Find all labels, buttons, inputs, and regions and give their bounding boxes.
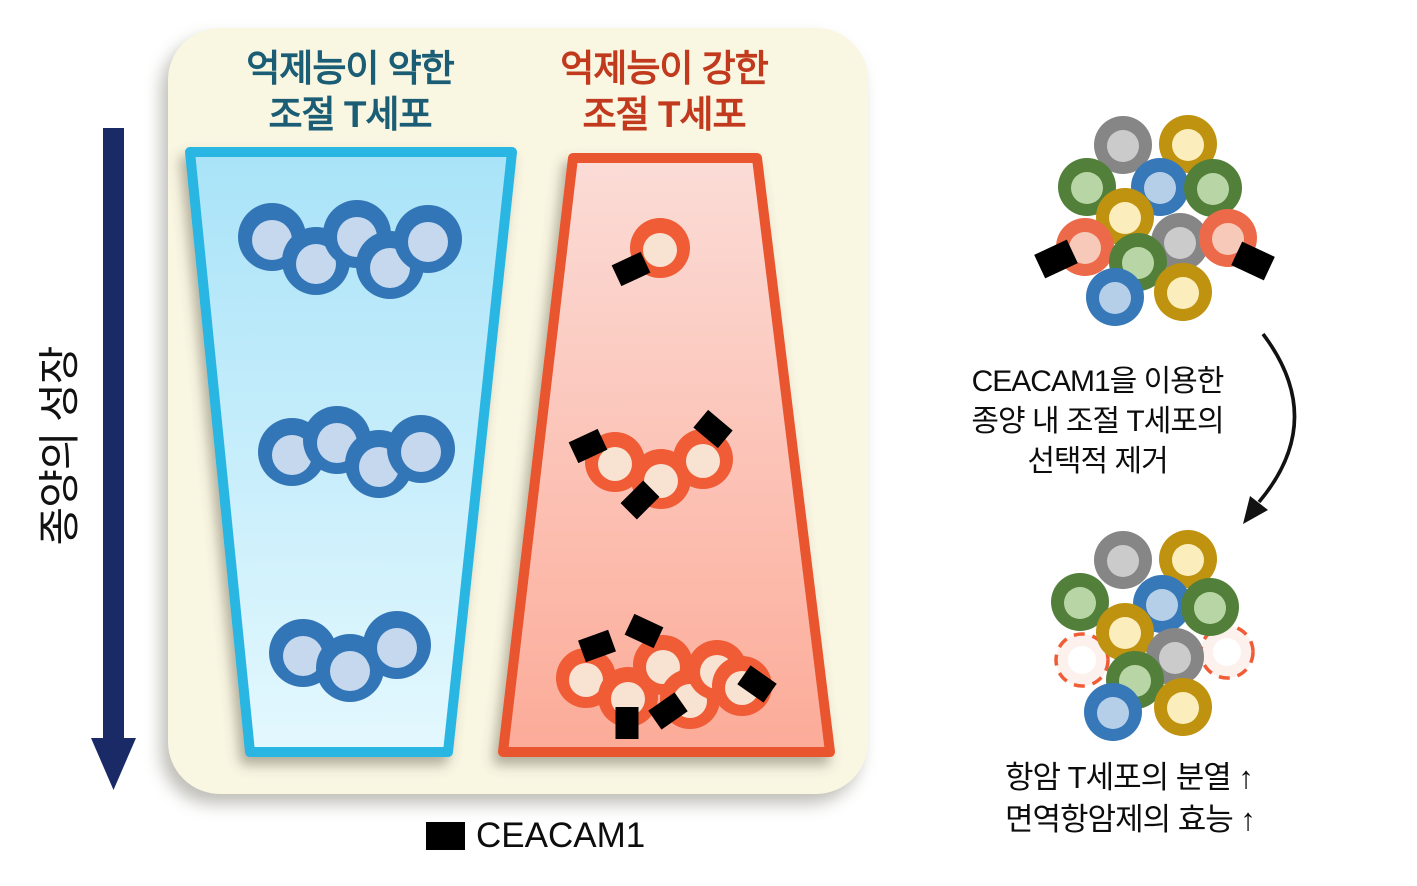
treg-cell-weak	[387, 415, 455, 483]
header-strong-line1: 억제능이 강한	[560, 48, 769, 89]
tumor-cell-blue	[1084, 683, 1142, 741]
outcome-note-line2: 면역항암제의 효능 ↑	[1005, 802, 1256, 837]
ceacam1-marker-icon	[1034, 239, 1078, 279]
ceacam1-marker-icon	[1231, 241, 1275, 281]
process-note-line2: 종양 내 조절 T세포의	[971, 405, 1224, 438]
tumor-cell-gray	[1094, 531, 1152, 589]
ceacam1-marker-icon	[648, 692, 688, 730]
tumor-cluster-after	[1051, 530, 1255, 741]
tumor-cell-green	[1181, 578, 1239, 636]
ceacam1-marker-icon	[620, 480, 660, 520]
ceacam1-marker-icon	[568, 428, 608, 464]
tumor-cell-gray	[1094, 116, 1152, 174]
process-note-line1: CEACAM1을 이용한	[971, 365, 1225, 398]
header-weak-line2: 조절 T세포	[268, 94, 432, 135]
tumor-cluster-before	[1034, 115, 1275, 326]
tumor-cell-green	[1051, 573, 1109, 631]
tumor-cell-gold	[1096, 603, 1154, 661]
header-weak-line1: 억제능이 약한	[246, 48, 455, 89]
ceacam1-marker-icon	[624, 613, 664, 649]
tumor-cell-blue	[1086, 268, 1144, 326]
tumor-cell-gold	[1096, 188, 1154, 246]
ceacam1-swatch-icon	[426, 822, 465, 850]
ceacam1-marker-icon	[737, 665, 777, 703]
header-strong-treg: 억제능이 강한 조절 T세포	[489, 46, 839, 138]
tumor-cell-blue	[1131, 158, 1189, 216]
ceacam1-marker-icon	[615, 707, 639, 739]
tumor-cell-gold	[1159, 115, 1217, 173]
legend-label: CEACAM1	[476, 816, 646, 855]
process-arrow	[1243, 332, 1297, 524]
removed-treg-cell	[1054, 632, 1110, 688]
tumor-growth-arrow	[91, 128, 136, 790]
outcome-note: 항암 T세포의 분열 ↑ 면역항암제의 효능 ↑	[1005, 757, 1375, 841]
tumor-cell-gold	[1154, 678, 1212, 736]
tumor-cell-gold	[1159, 530, 1217, 588]
header-strong-line2: 조절 T세포	[582, 94, 746, 135]
tumor-cell-gold	[1154, 263, 1212, 321]
legend-ceacam1: CEACAM1	[426, 816, 645, 856]
header-weak-treg: 억제능이 약한 조절 T세포	[175, 46, 525, 138]
process-note: CEACAM1을 이용한 종양 내 조절 T세포의 선택적 제거	[925, 362, 1270, 482]
ceacam1-marker-icon	[578, 629, 616, 663]
treg-cell-weak	[394, 205, 462, 273]
ceacam1-marker-icon	[693, 409, 733, 449]
weak-treg-cells	[238, 200, 462, 702]
ceacam1-marker-icon	[611, 251, 651, 287]
tumor-cell-green	[1184, 159, 1242, 217]
treg-cell-weak	[363, 611, 431, 679]
strong-treg-cells	[556, 218, 777, 739]
process-note-line3: 선택적 제거	[1027, 445, 1168, 478]
outcome-note-line1: 항암 T세포의 분열 ↑	[1005, 760, 1254, 795]
